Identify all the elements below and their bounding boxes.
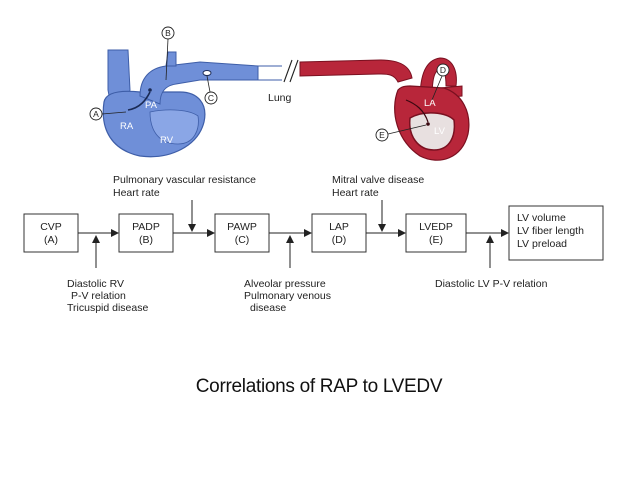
box-padp: PADP (B) bbox=[118, 213, 174, 253]
factor-alveolar-2: Pulmonary venous bbox=[244, 290, 331, 302]
factor-rv-3: Tricuspid disease bbox=[67, 302, 148, 314]
marker-e: E bbox=[375, 124, 427, 142]
factor-rv-1: Diastolic RV bbox=[67, 278, 124, 290]
box-lap-name: LAP bbox=[329, 221, 349, 233]
marker-c: C bbox=[204, 75, 218, 105]
lung-label: Lung bbox=[268, 92, 292, 104]
caption: Correlations of RAP to LVEDV bbox=[195, 376, 443, 397]
box-pawp-name: PAWP bbox=[227, 221, 257, 233]
box-lvedp: LVEDP (E) bbox=[405, 213, 467, 253]
marker-d: D bbox=[431, 63, 450, 101]
outcome-fiber-length: LV fiber length bbox=[517, 225, 584, 237]
factor-alveolar-1: Alveolar pressure bbox=[244, 278, 326, 290]
factor-pulmonary-2: Heart rate bbox=[113, 187, 160, 199]
marker-b: B bbox=[161, 26, 175, 81]
marker-e-label: E bbox=[379, 130, 385, 140]
box-lvedp-name: LVEDP bbox=[419, 221, 453, 233]
lung-break: Lung bbox=[258, 59, 299, 104]
marker-b-label: B bbox=[165, 28, 171, 38]
box-lvedp-code: (E) bbox=[429, 234, 443, 246]
box-cvp-code: (A) bbox=[44, 234, 58, 246]
factor-lv-1: Diastolic LV P-V relation bbox=[435, 278, 548, 290]
factor-alveolar-3: disease bbox=[250, 302, 286, 314]
left-heart: LA LV bbox=[299, 57, 470, 161]
marker-c-label: C bbox=[208, 93, 214, 103]
box-padp-name: PADP bbox=[132, 221, 160, 233]
box-cvp-name: CVP bbox=[40, 221, 62, 233]
marker-a: A bbox=[89, 107, 127, 121]
outcome-preload: LV preload bbox=[517, 238, 567, 250]
box-lap: LAP (D) bbox=[311, 213, 367, 253]
box-outcome: LV volume LV fiber length LV preload bbox=[508, 205, 604, 261]
box-pawp: PAWP (C) bbox=[214, 213, 270, 253]
box-pawp-code: (C) bbox=[235, 234, 250, 246]
box-lap-code: (D) bbox=[332, 234, 347, 246]
factor-mitral-2: Heart rate bbox=[332, 187, 379, 199]
marker-d-label: D bbox=[440, 65, 446, 75]
outcome-volume: LV volume bbox=[517, 212, 566, 224]
la-label: LA bbox=[424, 98, 436, 109]
lv-label: LV bbox=[434, 126, 446, 137]
marker-a-label: A bbox=[93, 109, 99, 119]
rv-label: RV bbox=[160, 135, 174, 146]
factor-mitral-1: Mitral valve disease bbox=[332, 174, 424, 186]
pa-label: PA bbox=[145, 100, 158, 111]
ra-label: RA bbox=[120, 121, 134, 132]
box-cvp: CVP (A) bbox=[23, 213, 79, 253]
box-padp-code: (B) bbox=[139, 234, 153, 246]
factor-pulmonary-1: Pulmonary vascular resistance bbox=[113, 174, 256, 186]
factor-rv-2: P-V relation bbox=[71, 290, 126, 302]
right-heart: PA RA RV bbox=[102, 49, 259, 158]
influence-arrows bbox=[92, 200, 494, 268]
